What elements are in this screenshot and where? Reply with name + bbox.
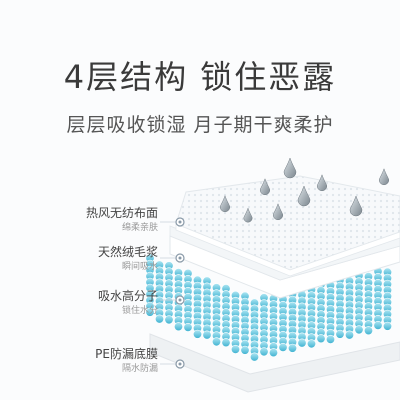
polymer-bead xyxy=(287,343,297,353)
layer-desc: 锁住水分 xyxy=(121,306,158,316)
polymer-bead xyxy=(363,326,373,336)
leader-dots xyxy=(175,217,185,369)
polymer-bead xyxy=(183,322,193,332)
layer-label-1: 热风无纺布面 绵柔亲肤 xyxy=(30,205,158,235)
polymer-bead xyxy=(259,347,269,357)
polymer-bead xyxy=(373,320,383,330)
polymer-bead xyxy=(382,321,392,331)
leader-lines xyxy=(160,221,178,365)
polymer-bead xyxy=(212,337,222,347)
water-droplet xyxy=(316,174,328,191)
polymer-bead xyxy=(344,330,354,340)
polymer-bead xyxy=(325,334,335,344)
pe-film-layer xyxy=(149,333,400,393)
layer-desc: 瞬间吸水 xyxy=(121,262,158,272)
layer-title: 天然绒毛浆 xyxy=(97,245,158,259)
polymer-bead xyxy=(240,345,250,355)
page-headline: 4层结构 锁住恶露 xyxy=(63,58,337,96)
water-droplet xyxy=(378,168,390,185)
polymer-bead xyxy=(268,348,278,358)
water-droplets xyxy=(219,157,390,223)
polymer-bead xyxy=(202,330,212,340)
polymer-bead xyxy=(354,325,364,335)
water-droplet xyxy=(283,157,297,179)
polymer-bead xyxy=(297,338,307,348)
polymer-bead xyxy=(278,342,288,352)
polymer-bead xyxy=(155,314,165,324)
polymer-bead xyxy=(231,344,241,354)
polymer-bead xyxy=(250,352,260,362)
layer-desc: 绵柔亲肤 xyxy=(121,223,158,233)
water-droplet xyxy=(219,195,231,212)
water-droplet xyxy=(349,195,363,217)
water-droplet xyxy=(272,203,284,220)
polymer-bead xyxy=(316,334,326,344)
layer-label-4: PE防漏底膜 隔水防漏 xyxy=(30,346,158,376)
polymer-bead xyxy=(193,329,203,339)
water-droplet xyxy=(243,207,253,223)
layer-title: PE防漏底膜 xyxy=(95,347,158,361)
polymer-bead xyxy=(221,338,231,348)
layer-desc: 隔水防漏 xyxy=(121,364,158,374)
polymer-bead xyxy=(174,322,184,332)
layer-label-3: 吸水高分子 锁住水分 xyxy=(30,288,158,318)
page-subheadline: 层层吸收锁湿 月子期干爽柔护 xyxy=(66,114,334,136)
polymer-bead xyxy=(306,339,316,349)
water-droplet xyxy=(297,185,311,207)
polymer-bead xyxy=(145,307,155,317)
polymer-bead xyxy=(164,315,174,325)
layer-label-2: 天然绒毛浆 瞬间吸水 xyxy=(30,244,158,274)
polymer-bead-layer xyxy=(145,253,392,362)
water-droplet xyxy=(259,178,271,195)
polymer-bead xyxy=(335,329,345,339)
layer-title: 热风无纺布面 xyxy=(85,206,158,220)
layer-title: 吸水高分子 xyxy=(97,289,158,303)
